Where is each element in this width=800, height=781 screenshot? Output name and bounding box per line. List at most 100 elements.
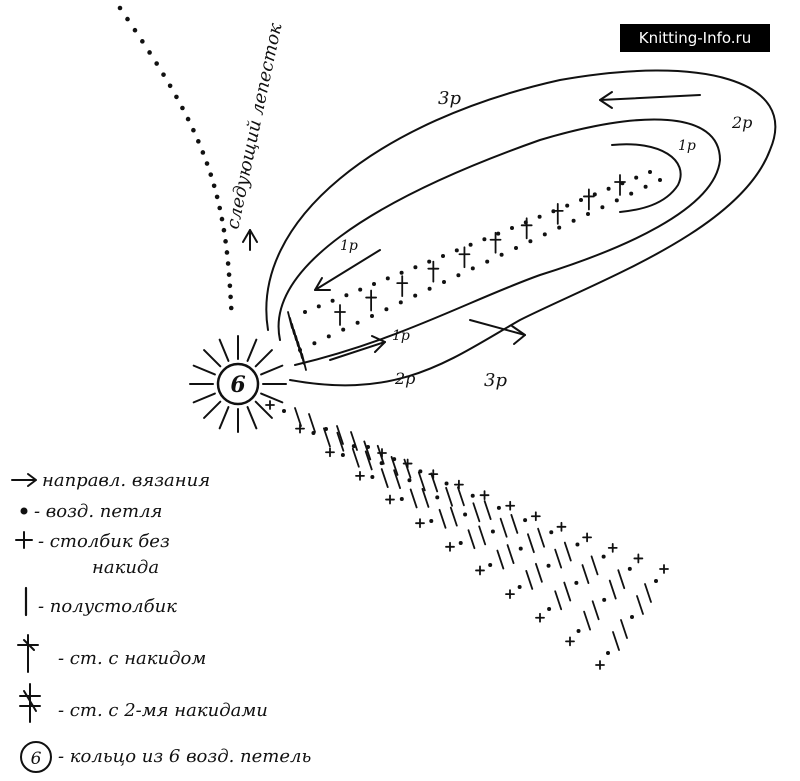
chain-stitch xyxy=(196,139,201,144)
ring-stitch xyxy=(194,394,215,403)
petal-row-stitches xyxy=(288,170,662,370)
legend-item-direction: направл. вязания xyxy=(12,470,210,491)
chain-stitch xyxy=(607,187,611,191)
legend-item-chain: - возд. петля xyxy=(21,501,163,522)
chain-stitch xyxy=(400,497,404,501)
chain-stitch xyxy=(208,172,213,177)
legend-ring-symbol: 6 xyxy=(31,749,42,769)
hdc-stitch xyxy=(422,489,428,507)
chain-stitch xyxy=(215,195,220,200)
chain-stitch xyxy=(549,530,553,534)
chain-stitch xyxy=(205,161,210,166)
legend-item-tr: - ст. с 2-мя накидами xyxy=(20,684,268,722)
chain-stitch xyxy=(201,150,206,155)
ring-stitch xyxy=(220,407,229,428)
chain-stitch xyxy=(372,282,376,286)
chain-stitch xyxy=(491,530,495,534)
hdc-stitch xyxy=(419,472,425,490)
hdc-stitch xyxy=(501,519,507,537)
legend-item-dc: - ст. с накидом xyxy=(18,635,206,672)
chain-stitch xyxy=(628,567,632,571)
chain-stitch xyxy=(602,598,606,602)
chain-stitch xyxy=(312,341,316,345)
chain-stitch xyxy=(317,304,321,308)
chain-stitch xyxy=(225,250,230,255)
hdc-stitch xyxy=(528,534,534,552)
chain-stitch xyxy=(463,512,467,516)
row2-right-label: 2р xyxy=(731,113,752,132)
center-ring: 6 xyxy=(190,336,286,432)
next-petal-chain xyxy=(118,6,234,311)
hdc-stitch xyxy=(485,501,491,519)
chain-stitch xyxy=(435,495,439,499)
chain-stitch xyxy=(227,272,232,277)
chain-stitch xyxy=(324,427,328,431)
chain-stitch xyxy=(488,563,492,567)
chain-stitch xyxy=(565,204,569,208)
hdc-stitch xyxy=(536,564,542,582)
chain-stitch xyxy=(400,271,404,275)
hdc-stitch xyxy=(411,489,417,507)
chain-stitch xyxy=(228,283,233,288)
chain-stitch xyxy=(140,39,145,44)
legend-item-ring: 6 - кольцо из 6 возд. петель xyxy=(21,742,311,772)
chain-stitch xyxy=(161,72,166,77)
chain-stitch xyxy=(147,50,152,55)
chain-stitch xyxy=(429,519,433,523)
chain-stitch xyxy=(482,237,486,241)
chain-stitch xyxy=(456,273,460,277)
chain-stitch xyxy=(459,541,463,545)
hdc-stitch xyxy=(538,529,544,547)
row1-mid-label: 1р xyxy=(340,238,358,254)
ring-stitch xyxy=(204,402,220,418)
chain-stitch xyxy=(407,478,411,482)
chain-stitch xyxy=(341,328,345,332)
hdc-stitch xyxy=(555,550,561,568)
chain-stitch xyxy=(510,226,514,230)
chain-stitch xyxy=(223,239,228,244)
chain-stitch xyxy=(600,205,604,209)
chain-stitch xyxy=(654,579,658,583)
chain-stitch xyxy=(229,306,234,311)
legend-item-hdc: - полустолбик xyxy=(26,588,177,617)
chain-stitch xyxy=(648,170,652,174)
legend-item-sc: - столбик без накида xyxy=(16,531,170,578)
chain-stitch xyxy=(370,314,374,318)
chain-stitch xyxy=(500,253,504,257)
chain-stitch xyxy=(445,482,449,486)
row1-return-arc xyxy=(612,144,681,212)
chain-stitch xyxy=(442,280,446,284)
legend-text-dc: - ст. с накидом xyxy=(58,648,206,669)
legend-text-ring: - кольцо из 6 возд. петель xyxy=(58,746,311,767)
chain-stitch xyxy=(358,288,362,292)
hdc-stitch xyxy=(458,487,464,505)
chain-stitch xyxy=(327,334,331,338)
chain-stitch xyxy=(303,310,307,314)
hdc-stitch xyxy=(613,632,619,650)
ring-stitch xyxy=(261,366,282,375)
hdc-stitch xyxy=(353,449,359,467)
hdc-stitch xyxy=(473,503,479,521)
chain-stitch xyxy=(518,585,522,589)
chain-stitch xyxy=(118,6,123,11)
chain-stitch xyxy=(579,198,583,202)
hdc-stitch xyxy=(645,584,651,602)
hdc-stitch xyxy=(382,469,388,487)
chain-stitch xyxy=(519,547,523,551)
chain-stitch xyxy=(413,265,417,269)
chain-stitch xyxy=(572,219,576,223)
hdc-stitch xyxy=(592,556,598,574)
chain-stitch xyxy=(168,83,173,88)
chain-stitch xyxy=(125,17,130,22)
chain-stitch xyxy=(577,629,581,633)
row3-top-label: 3р xyxy=(438,88,461,109)
hdc-stitch xyxy=(564,583,570,601)
legend-text-hdc: - полустолбик xyxy=(38,596,177,617)
row2-bottom-label: 2р xyxy=(394,369,415,388)
chain-stitch xyxy=(428,287,432,291)
chain-stitch xyxy=(191,128,196,133)
direction-arrows xyxy=(243,92,700,360)
hdc-stitch xyxy=(555,591,561,609)
chain-stitch xyxy=(226,261,231,266)
ring-stitch xyxy=(261,394,282,403)
